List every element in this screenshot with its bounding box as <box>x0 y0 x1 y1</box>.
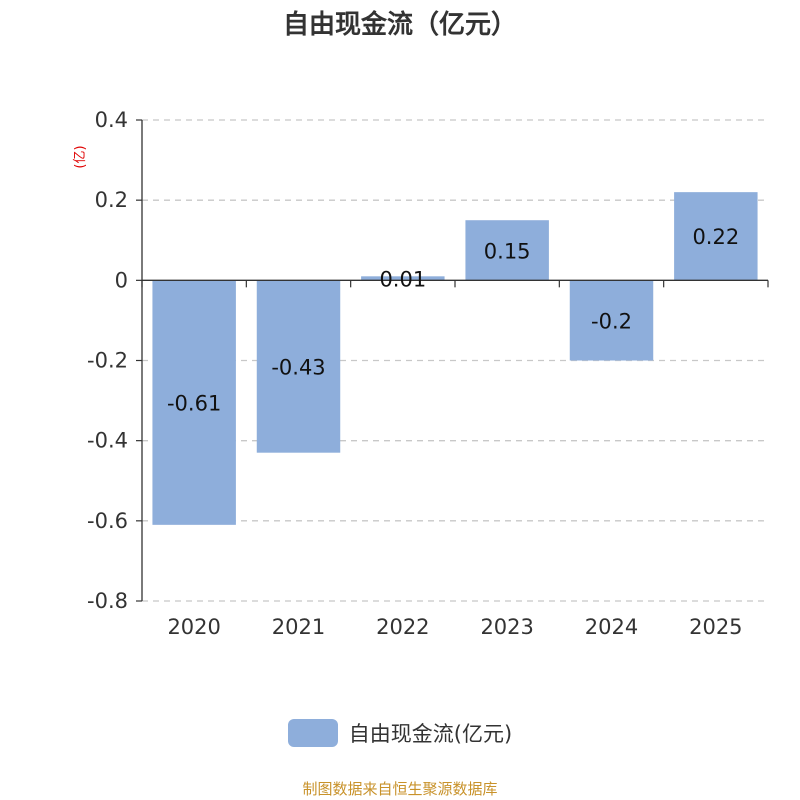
data-label: -0.61 <box>167 392 221 416</box>
legend[interactable]: 自由现金流(亿元) <box>0 718 800 748</box>
data-label: -0.43 <box>271 356 325 380</box>
bars <box>152 192 758 525</box>
chart-title: 自由现金流（亿元） <box>282 10 517 40</box>
source-note: 制图数据来自恒生聚源数据库 <box>302 780 498 798</box>
y-tick-label: -0.6 <box>87 509 128 533</box>
bar-2020 <box>152 280 236 525</box>
x-tick-label: 2022 <box>376 615 429 639</box>
x-tick-label: 2020 <box>167 615 220 639</box>
bar-2023 <box>465 220 549 281</box>
bar-2025 <box>674 192 758 281</box>
x-tick-label: 2021 <box>272 615 325 639</box>
legend-swatch <box>287 719 338 747</box>
legend-label: 自由现金流(亿元) <box>348 722 513 746</box>
data-label: -0.2 <box>591 309 632 333</box>
bar-2021 <box>256 280 341 453</box>
grid-lines <box>142 119 768 602</box>
x-tick-label: 2025 <box>689 615 742 639</box>
data-labels: -0.61 -0.43 0.01 0.15 -0.2 0.22 <box>167 225 739 415</box>
y-tick-label: -0.8 <box>87 589 128 613</box>
data-label: 0.22 <box>692 225 739 249</box>
y-tick-label: 0.2 <box>95 188 128 212</box>
bar-2022 <box>361 276 445 281</box>
axes: 0.4 0.2 0 -0.2 -0.4 -0.6 -0.8 2020 2021 2022 2023 2… <box>87 108 769 639</box>
x-tick-label: 2023 <box>480 615 533 639</box>
y-tick-label: 0 <box>115 268 128 292</box>
x-tick-label: 2024 <box>585 615 638 639</box>
y-tick-label: -0.4 <box>87 429 128 453</box>
y-tick-label: -0.2 <box>87 349 128 373</box>
y-tick-label: 0.4 <box>95 108 128 132</box>
data-label: 0.15 <box>484 239 531 263</box>
bar-2024 <box>569 280 654 361</box>
data-label: 0.01 <box>379 267 426 291</box>
y-unit-label: (亿) <box>73 145 88 168</box>
